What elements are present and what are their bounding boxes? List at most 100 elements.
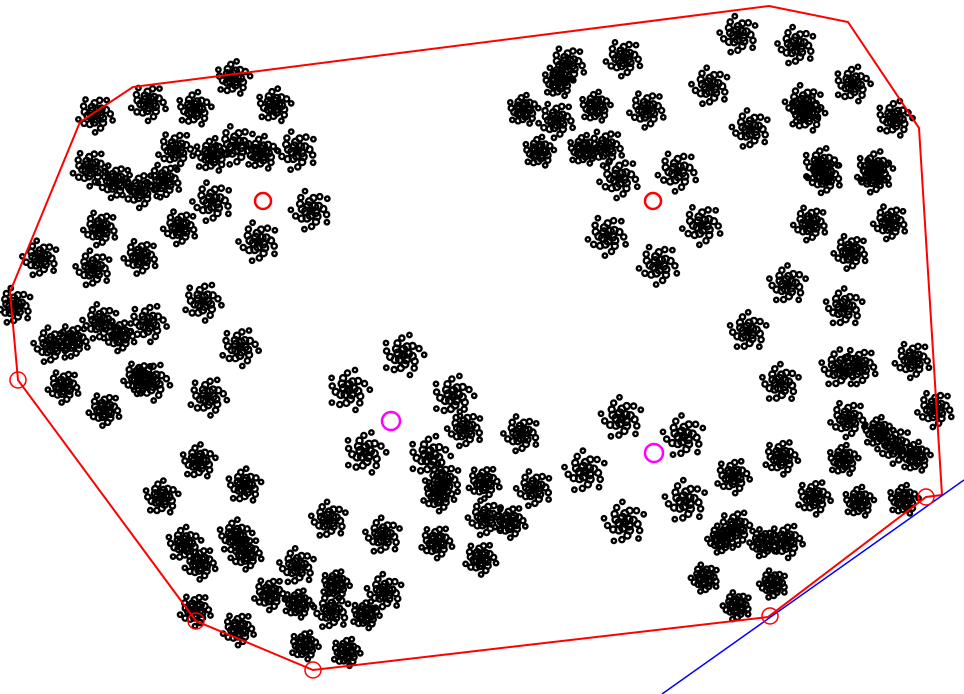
fractal-curl [5,320,9,324]
fractal-curl [148,340,152,344]
fractal-curl [412,358,418,364]
fractal-curl [297,201,303,207]
fractal-curl [237,496,242,501]
fractal-curl [407,333,411,337]
fractal-curl [134,109,139,114]
fractal-curl [920,468,924,472]
fractal-curl [324,212,329,217]
fractal-curl [355,378,361,384]
fractal-curl [91,414,96,419]
fractal-curl [77,270,82,275]
fractal-curl [423,533,428,538]
fractal-curl [810,235,815,240]
fractal-curl [610,46,615,51]
fractal-curl [54,247,58,251]
fractal-curl [726,25,732,31]
fractal-curl [552,136,556,140]
fractal-curl [567,105,571,109]
fractal-curl [257,255,262,260]
fractal-curl [253,492,258,497]
fractal-curl [607,422,613,428]
fractal-curl [42,359,46,363]
fractal-curl [828,420,832,424]
fractal-curl [113,396,117,400]
fractal-curl [195,405,200,410]
fractal-curl [161,478,165,482]
fractal-curl [241,85,246,90]
fractal-curl [721,604,725,608]
fractal-curl [63,324,67,328]
fractal-curl [266,166,270,170]
fractal-curl [168,541,173,546]
fractal-curl [369,430,373,434]
fractal-curl [218,528,222,532]
fractal-curl [517,506,521,510]
fractal-curl [545,90,549,94]
fractal-curl [325,197,329,201]
fractal-curl [279,154,284,159]
fractal-curl [747,142,752,147]
fractal-curl [168,510,172,514]
fractal-curl [908,511,912,515]
fractal-curl [227,356,232,361]
fractal-curl [209,105,213,109]
fractal-curl [178,613,182,617]
fractal-curl [94,243,98,247]
fractal-curl [706,207,711,212]
fractal-curl [921,397,926,402]
fractal-curl [191,472,196,477]
fractal-curl [234,59,238,63]
fractal-curl [828,499,832,503]
fractal-curl [736,543,740,547]
fractal-curl [632,416,638,422]
fractal-curl [851,510,856,515]
fractal-curl [625,70,630,75]
fractal-curl [923,345,927,349]
fractal-curl [826,306,831,311]
fractal-curl [238,470,243,475]
fractal-curl [106,164,110,168]
fractal-curl [898,133,902,137]
fractal-curl [662,247,667,252]
fractal-curl [790,551,795,556]
fractal-curl [620,153,624,157]
fractal-curl [418,468,423,473]
fractal-curl [762,382,767,387]
fractal-curl [327,623,332,628]
fractal-curl [267,608,271,612]
fractal-curl [856,456,860,460]
fractal-curl [178,98,182,102]
fractal-curl [748,477,752,481]
fractal-curl [349,451,355,457]
fractal-curl [750,38,755,43]
fractal-curl [728,19,733,24]
fractal-curl [129,362,133,366]
fractal-curl [183,308,187,312]
fractal-curl [693,422,698,427]
fractal-curl [191,227,196,232]
fractal-curl [523,475,528,480]
fractal-curl [168,166,173,171]
fractal-curl [161,139,166,144]
fractal-curl [225,398,229,402]
fractal-curl [353,408,357,412]
fractal-curl [671,505,677,511]
fractal-curl [585,481,591,487]
fractal-curl [741,144,745,148]
fractal-curl [266,115,271,120]
fractal-curl [609,63,614,68]
fractal-curl [527,469,531,473]
fractal-curl [208,313,213,318]
fractal-curl [303,189,307,193]
fractal-curl [633,177,638,182]
fractal-curl [642,512,646,516]
fractal-curl [135,271,139,275]
fractal-curl [253,342,258,347]
fractal-curl [820,360,824,364]
fractal-curl [696,442,701,447]
fractal-curl [213,136,217,140]
fractal-curl [829,456,834,461]
fractal-curl [608,103,612,107]
fractal-curl [796,458,800,462]
fractal-curl [193,234,197,238]
